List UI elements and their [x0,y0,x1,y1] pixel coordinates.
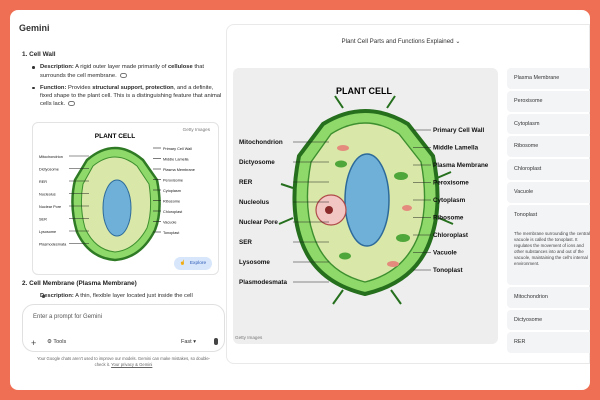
link-icon[interactable] [119,72,127,78]
diagram-right-label: Primary Cell Wall [433,127,484,134]
part-item[interactable]: Vacuole [507,181,590,203]
diagram-left-label: Plasmodesmata [239,279,287,286]
thumb-right-label: Chloroplast [163,210,183,214]
cell-membrane-heading: 2. Cell Membrane (Plasma Membrane) [22,280,137,287]
diagram-left-label: Dictyosome [239,159,275,166]
diagram-right-label: Middle Lamella [433,145,479,152]
thumb-left-label: Dictyosome [39,168,59,172]
thumb-left-label: SER [39,218,47,222]
thumb-left-label: Mitochondrion [39,155,63,159]
diagram-left-label: Lysosome [239,259,270,266]
diagram-left-label: RER [239,179,253,186]
diagram-left-label: Nuclear Pore [239,219,278,226]
response-content: 1. Cell Wall Description: A rigid outer … [22,51,222,113]
thumb-right-label: Primary Cell Wall [163,147,192,151]
thumb-right-label: Tonoplast [163,231,180,235]
image-credit: Getty Images [235,335,263,340]
thumbnail-title: PLANT CELL [95,133,135,140]
part-item[interactable]: Tonoplast [507,204,590,285]
thumb-right-label: Peroxisome [163,179,183,183]
disclaimer: Your Google chats aren't used to improve… [36,356,211,367]
diagram-title: PLANT CELL [336,86,392,96]
panel-title[interactable]: Plant Cell Parts and Functions Explained… [341,38,461,45]
part-item[interactable]: Mitochondrion [507,286,590,308]
thumb-right-label: Middle Lamella [163,158,189,162]
chevron-down-icon: ⌄ [455,38,461,45]
diagram-right-label: Tonoplast [433,267,464,274]
app-title: Gemini [19,23,50,33]
thumbnail-credit: Getty Images [182,127,210,132]
part-item[interactable]: Plasma Membrane [507,68,590,89]
diagram-left-label: SER [239,239,252,246]
mode-selector[interactable]: Fast ▾ [181,339,196,345]
part-item[interactable]: Dictyosome [507,309,590,331]
diagram-left-label: Mitochondrion [239,139,283,146]
thumb-right-label: Vacuole [163,221,176,225]
cell-membrane-section: 2. Cell Membrane (Plasma Membrane) Descr… [22,280,222,304]
part-item[interactable]: Cytoplasm [507,113,590,135]
explore-button[interactable]: ☝Explore [174,257,212,270]
app-window: Gemini 1. Cell Wall Description: A rigid… [10,10,590,390]
thumb-left-label: Nuclear Pore [39,205,61,209]
tonoplast-description: The membrane surrounding the central vac… [514,231,590,267]
part-item[interactable]: Chloroplast [507,159,590,180]
thumb-left-label: Nucleolus [39,193,56,197]
tools-icon: ⚙ [47,339,52,345]
privacy-link[interactable]: Your privacy & Gemini [111,362,153,367]
thumb-right-label: Ribosome [163,200,180,204]
part-item[interactable]: Ribosome [507,136,590,158]
link-icon[interactable] [68,101,76,107]
thumb-left-label: Lysosome [39,230,56,234]
explore-icon: ☝ [179,261,186,266]
chat-pane: Gemini 1. Cell Wall Description: A rigid… [10,10,228,390]
add-icon[interactable]: + [31,338,37,348]
part-item[interactable]: Peroxisome [507,90,590,112]
thumb-right-label: Plasma Membrane [163,168,195,172]
thumb-left-label: Plasmodesmata [39,243,67,247]
thumb-right-label: Cytoplasm [163,189,181,193]
prompt-box[interactable]: Enter a prompt for Gemini + ⚙ Tools Fast… [22,304,225,352]
microphone-icon[interactable] [214,338,218,345]
diagram-right-label: Cytoplasm [433,197,466,204]
thumb-left-label: RER [39,180,47,184]
cell-wall-description: Description: A rigid outer layer made pr… [22,63,222,80]
diagram-right-label: Peroxisome [433,180,469,187]
tools-button[interactable]: ⚙ Tools [47,339,67,345]
diagram-left-label: Nucleolus [239,199,270,206]
part-item[interactable]: RER [507,332,590,354]
diagram-right-label: Chloroplast [433,232,469,239]
cell-wall-function: Function: Provides structural support, p… [22,84,222,109]
diagram-right-label: Plasma Membrane [433,162,489,169]
diagram-right-label: Vacuole [433,250,457,257]
cell-wall-heading: 1. Cell Wall [22,51,56,58]
prompt-input[interactable]: Enter a prompt for Gemini [33,314,103,320]
diagram-right-label: Ribosome [433,215,464,222]
cell-membrane-description: Description: A thin, flexible layer loca… [32,292,222,300]
